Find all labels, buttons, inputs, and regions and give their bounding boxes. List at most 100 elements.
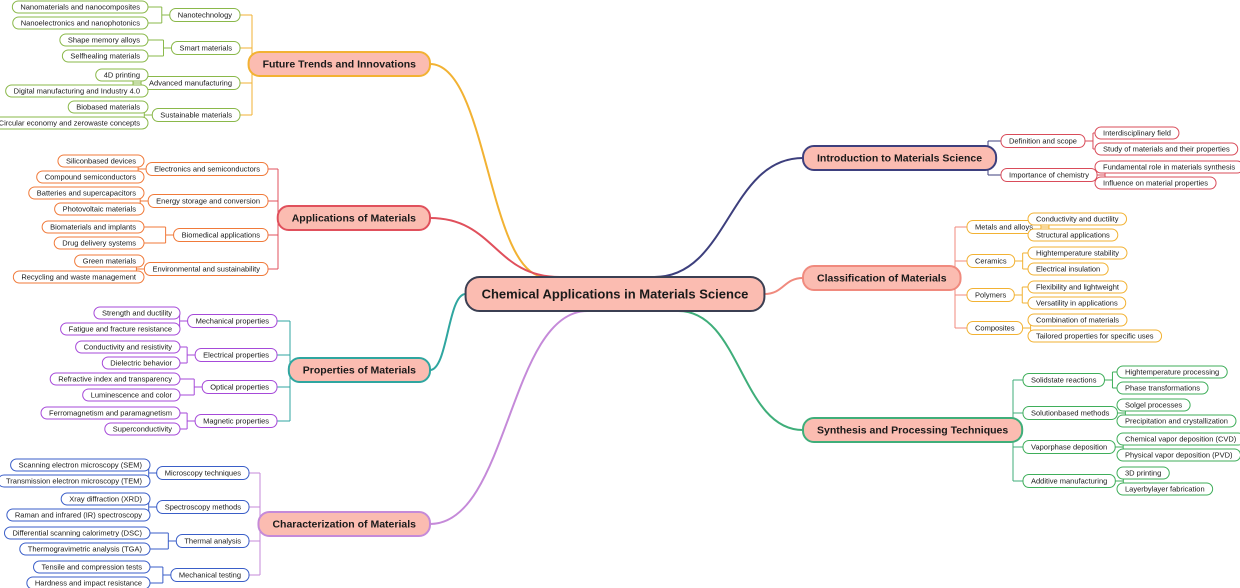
topic-2-sub-3-leaf-2[interactable]: Versatility in applications (1027, 296, 1127, 310)
topic-4-sub-3-leaf-2[interactable]: Digital manufacturing and Industry 4.0 (5, 84, 149, 98)
root-topic[interactable]: Chemical Applications in Materials Scien… (464, 276, 766, 312)
topic-3-sub-4-leaf-2[interactable]: Layerbylayer fabrication (1116, 482, 1214, 496)
topic-3-sub-3-leaf-1[interactable]: Chemical vapor deposition (CVD) (1116, 432, 1240, 446)
topic-3-sub-1-leaf-1[interactable]: Hightemperature processing (1116, 365, 1228, 379)
topic-5-sub-3-leaf-1[interactable]: Biomaterials and implants (41, 220, 145, 234)
topic-7-sub-3[interactable]: Thermal analysis (175, 534, 250, 548)
topic-2-sub-4[interactable]: Composites (966, 321, 1024, 335)
topic-4-sub-3-leaf-2-box (5, 84, 149, 98)
topic-1-sub-1-label: Definition and scope (1009, 137, 1077, 146)
topic-5-sub-1-leaf-2[interactable]: Compound semiconductors (36, 170, 145, 184)
topic-6-sub-3-leaf-1[interactable]: Refractive index and transparency (49, 372, 181, 386)
topic-6-sub-4-leaf-1[interactable]: Ferromagnetism and paramagnetism (40, 406, 181, 420)
topic-5-sub-4-leaf-2[interactable]: Recycling and waste management (12, 270, 145, 284)
topic-7[interactable]: Characterization of Materials (257, 511, 431, 537)
topic-7-sub-1-leaf-1[interactable]: Scanning electron microscopy (SEM) (10, 458, 151, 472)
topic-4-sub-2-leaf-2[interactable]: Selfhealing materials (61, 49, 149, 63)
topic-5-sub-4-leaf-1[interactable]: Green materials (74, 254, 145, 268)
topic-6-sub-3[interactable]: Optical properties (201, 380, 278, 394)
topic-3-sub-4-box (1022, 474, 1116, 488)
topic-5-sub-1-leaf-1[interactable]: Siliconbased devices (57, 154, 145, 168)
topic-4-sub-1-leaf-1[interactable]: Nanomaterials and nanocomposites (11, 0, 149, 14)
topic-6-sub-3-leaf-2[interactable]: Luminescence and color (82, 388, 181, 402)
topic-3-sub-2[interactable]: Solutionbased methods (1022, 406, 1118, 420)
topic-7-sub-1[interactable]: Microscopy techniques (156, 466, 250, 480)
topic-3-sub-4-leaf-1[interactable]: 3D printing (1116, 466, 1170, 480)
topic-5-sub-1[interactable]: Electronics and semiconductors (145, 162, 269, 176)
topic-4-sub-3-leaf-1[interactable]: 4D printing (95, 68, 149, 82)
topic-4-sub-2-leaf-1[interactable]: Shape memory alloys (59, 33, 149, 47)
topic-4[interactable]: Future Trends and Innovations (247, 51, 431, 77)
topic-7-sub-1-leaf-2[interactable]: Transmission electron microscopy (TEM) (0, 474, 151, 488)
topic-2-sub-3-label: Polymers (975, 291, 1007, 300)
topic-5-sub-2[interactable]: Energy storage and conversion (147, 194, 269, 208)
topic-1[interactable]: Introduction to Materials Science (802, 145, 998, 171)
topic-2-sub-4-leaf-2[interactable]: Tailored properties for specific uses (1027, 329, 1163, 343)
topic-6-sub-2-leaf-2[interactable]: Dielectric behavior (101, 356, 181, 370)
topic-2-sub-2-leaf-1[interactable]: Hightemperature stability (1027, 246, 1128, 260)
topic-1-sub-1[interactable]: Definition and scope (1000, 134, 1086, 148)
topic-2-sub-1-leaf-1[interactable]: Conductivity and ductility (1027, 212, 1128, 226)
topic-1-sub-2[interactable]: Importance of chemistry (1000, 168, 1098, 182)
topic-2-sub-4-leaf-1[interactable]: Combination of materials (1027, 313, 1128, 327)
topic-3-sub-2-leaf-1[interactable]: Solgel processes (1116, 398, 1191, 412)
topic-5[interactable]: Applications of Materials (276, 205, 431, 231)
topic-3-sub-4[interactable]: Additive manufacturing (1022, 474, 1116, 488)
topic-2-sub-3-leaf-2-box (1027, 296, 1127, 310)
topic-5-sub-3-leaf-2[interactable]: Drug delivery systems (53, 236, 145, 250)
topic-7-sub-4[interactable]: Mechanical testing (170, 568, 250, 582)
topic-7-sub-2-leaf-2[interactable]: Raman and infrared (IR) spectroscopy (6, 508, 151, 522)
topic-7-sub-3-leaf-2[interactable]: Thermogravimetric analysis (TGA) (19, 542, 151, 556)
topic-3-sub-3[interactable]: Vaporphase deposition (1022, 440, 1116, 454)
topic-4-box (247, 51, 431, 77)
topic-1-sub-1-leaf-1[interactable]: Interdisciplinary field (1094, 126, 1180, 140)
topic-3-sub-3-box (1022, 440, 1116, 454)
topic-4-sub-3[interactable]: Advanced manufacturing (140, 76, 241, 90)
topic-2-sub-2[interactable]: Ceramics (966, 254, 1016, 268)
topic-2-sub-1[interactable]: Metals and alloys (966, 220, 1042, 234)
topic-2-sub-3-leaf-1[interactable]: Flexibility and lightweight (1027, 280, 1128, 294)
topic-6-sub-1[interactable]: Mechanical properties (187, 314, 278, 328)
topic-5-sub-3[interactable]: Biomedical applications (173, 228, 269, 242)
topic-4-sub-1-label: Nanotechnology (178, 11, 232, 20)
topic-2-label: Classification of Materials (817, 273, 947, 285)
topic-6-sub-1-leaf-2[interactable]: Fatigue and fracture resistance (60, 322, 181, 336)
topic-7-sub-3-leaf-2-label: Thermogravimetric analysis (TGA) (28, 545, 143, 554)
topic-4-sub-4[interactable]: Sustainable materials (151, 108, 241, 122)
topic-3-sub-1[interactable]: Solidstate reactions (1022, 373, 1105, 387)
topic-1-sub-2-leaf-2[interactable]: Influence on material properties (1094, 176, 1217, 190)
topic-7-sub-4-leaf-1[interactable]: Tensile and compression tests (33, 560, 151, 574)
topic-4-sub-2[interactable]: Smart materials (170, 41, 241, 55)
topic-6-sub-1-leaf-1[interactable]: Strength and ductility (93, 306, 181, 320)
topic-6-sub-4-leaf-2[interactable]: Superconductivity (104, 422, 181, 436)
topic-6-sub-2-leaf-1[interactable]: Conductivity and resistivity (75, 340, 181, 354)
topic-2-sub-2-leaf-2[interactable]: Electrical insulation (1027, 262, 1109, 276)
topic-2-sub-3[interactable]: Polymers (966, 288, 1015, 302)
topic-7-sub-4-leaf-2[interactable]: Hardness and impact resistance (26, 576, 151, 588)
topic-2[interactable]: Classification of Materials (802, 265, 962, 291)
topic-1-sub-2-leaf-1[interactable]: Fundamental role in materials synthesis (1094, 160, 1240, 174)
topic-5-sub-2-leaf-1[interactable]: Batteries and supercapacitors (28, 186, 145, 200)
topic-3[interactable]: Synthesis and Processing Techniques (802, 417, 1024, 443)
topic-2-sub-1-leaf-2[interactable]: Structural applications (1027, 228, 1119, 242)
topic-1-sub-2-leaf-2-box (1094, 176, 1217, 190)
topic-6[interactable]: Properties of Materials (287, 357, 431, 383)
topic-6-sub-4[interactable]: Magnetic properties (194, 414, 278, 428)
topic-5-sub-3-leaf-2-label: Drug delivery systems (62, 239, 136, 248)
topic-4-sub-1[interactable]: Nanotechnology (169, 8, 241, 22)
topic-4-sub-4-leaf-1[interactable]: Biobased materials (67, 100, 149, 114)
topic-1-sub-1-leaf-2[interactable]: Study of materials and their properties (1094, 142, 1239, 156)
topic-6-sub-2[interactable]: Electrical properties (194, 348, 278, 362)
topic-4-sub-4-leaf-2[interactable]: Circular economy and zerowaste concepts (0, 116, 149, 130)
topic-5-sub-4[interactable]: Environmental and sustainability (143, 262, 269, 276)
topic-3-sub-2-leaf-2[interactable]: Precipitation and crystallization (1116, 414, 1237, 428)
topic-4-sub-1-leaf-2[interactable]: Nanoelectronics and nanophotonics (12, 16, 149, 30)
topic-7-sub-2[interactable]: Spectroscopy methods (156, 500, 250, 514)
topic-5-sub-2-leaf-2[interactable]: Photovoltaic materials (54, 202, 145, 216)
topic-3-sub-1-leaf-2[interactable]: Phase transformations (1116, 381, 1209, 395)
topic-1-sub-2-leaf-2-label: Influence on material properties (1103, 179, 1208, 188)
topic-7-sub-2-leaf-1[interactable]: Xray diffraction (XRD) (60, 492, 151, 506)
topic-3-sub-3-leaf-2[interactable]: Physical vapor deposition (PVD) (1116, 448, 1240, 462)
topic-7-sub-3-leaf-1[interactable]: Differential scanning calorimetry (DSC) (4, 526, 151, 540)
